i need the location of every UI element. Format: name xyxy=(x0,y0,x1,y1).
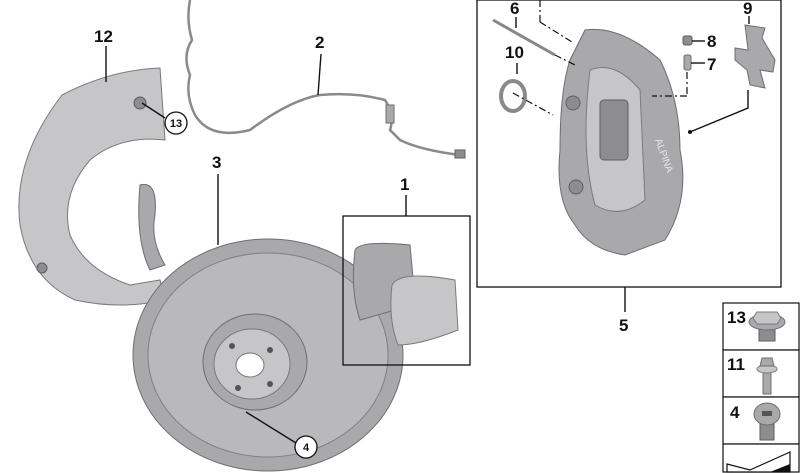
panel-label-4: 4 xyxy=(730,403,740,422)
panel-label-11: 11 xyxy=(727,355,745,374)
callout-5: 5 xyxy=(619,316,628,335)
panel-label-13: 13 xyxy=(727,308,746,327)
callout-3: 3 xyxy=(212,153,221,172)
callout-13: 13 xyxy=(170,118,182,130)
seal-ring[interactable] xyxy=(499,79,527,113)
brake-shield[interactable] xyxy=(18,67,166,306)
bleed-valve[interactable] xyxy=(683,54,692,71)
callout-13-circle xyxy=(164,111,188,135)
callout-1: 1 xyxy=(400,175,409,194)
bleed-cap[interactable] xyxy=(682,35,693,46)
callout-7: 7 xyxy=(707,55,716,74)
callout-2: 2 xyxy=(315,33,324,52)
callout-10: 10 xyxy=(505,43,524,62)
pads-frame xyxy=(342,215,471,366)
brake-disc[interactable] xyxy=(132,238,404,472)
brake-pads[interactable] xyxy=(352,242,459,346)
caliper-assembly-frame xyxy=(476,0,782,288)
callout-8: 8 xyxy=(707,32,716,51)
callout-4-circle xyxy=(294,435,318,459)
callout-12: 12 xyxy=(94,27,113,46)
flange-bolt-icon[interactable] xyxy=(748,311,786,342)
wear-sensor-wire[interactable] xyxy=(185,0,466,159)
guide-pin[interactable] xyxy=(492,18,556,57)
shim-icon[interactable] xyxy=(726,451,791,473)
spring-clip[interactable] xyxy=(734,24,776,89)
bolt-icon[interactable] xyxy=(756,357,778,395)
brake-caliper[interactable]: ALPINA xyxy=(558,28,684,256)
callout-6: 6 xyxy=(510,0,519,18)
callout-9: 9 xyxy=(743,0,752,18)
countersunk-screw-icon[interactable] xyxy=(753,402,781,441)
callout-4: 4 xyxy=(303,442,310,454)
